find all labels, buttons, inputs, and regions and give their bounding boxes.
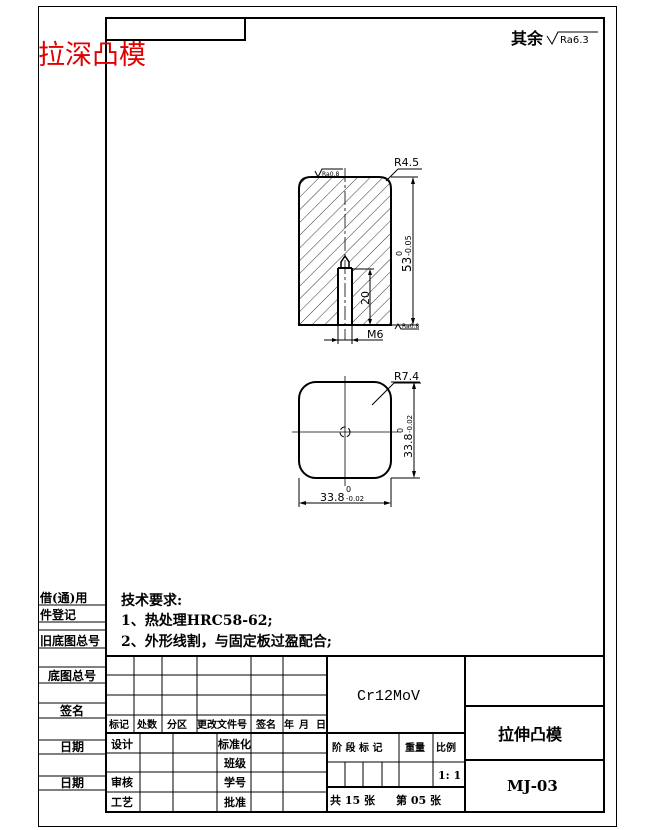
rev-header: 签名 bbox=[255, 718, 276, 731]
title-block: 标记 处数 分区 更改文件号 签名 年 月 日 设计 标准化 班级 审核 学号 … bbox=[106, 655, 604, 812]
strip-label: 借(通)用 bbox=[39, 590, 87, 605]
radius-label: R4.5 bbox=[394, 156, 419, 169]
height-tolerance-lower: -0.05 bbox=[404, 235, 413, 256]
process-label: 工艺 bbox=[111, 795, 133, 809]
rev-header: 年 bbox=[284, 718, 294, 731]
top-left-box bbox=[105, 17, 246, 41]
top-height-dimension: 33.8 bbox=[402, 434, 415, 459]
rev-header: 更改文件号 bbox=[197, 718, 247, 731]
sheet-count: 共 15 张 bbox=[330, 793, 376, 807]
review-label: 审核 bbox=[111, 775, 133, 789]
strip-label: 签名 bbox=[59, 703, 84, 718]
scale-value: 1: 1 bbox=[438, 769, 461, 782]
material: Cr12MoV bbox=[357, 688, 420, 705]
sheet-number: 第 05 张 bbox=[396, 793, 442, 807]
hole-depth-dimension: 20 bbox=[359, 291, 372, 305]
top-width-dimension: 33.8 bbox=[320, 491, 345, 504]
top-height-tol-upper: 0 bbox=[396, 428, 405, 433]
height-tolerance-upper: 0 bbox=[395, 251, 404, 256]
stage-mark-label: 阶 段 标 记 bbox=[332, 741, 382, 754]
rev-header: 月 bbox=[298, 719, 309, 731]
class-label: 班级 bbox=[224, 756, 247, 770]
rev-header: 标记 bbox=[108, 718, 129, 731]
rev-header: 分区 bbox=[167, 718, 187, 731]
roughness-bottom: Ra0.8 bbox=[402, 323, 419, 330]
tech-req-title: 技术要求: bbox=[121, 592, 182, 609]
drawing-number: MJ-03 bbox=[507, 777, 558, 795]
inner-frame bbox=[105, 17, 605, 813]
rev-header: 处数 bbox=[136, 718, 158, 731]
strip-label: 底图总号 bbox=[48, 668, 96, 683]
tech-req-item: 2、外形线割，与固定板过盈配合; bbox=[121, 633, 332, 650]
sheet-label: 拉深凸模 bbox=[38, 40, 146, 71]
other-surfaces-label: 其余 bbox=[511, 29, 544, 48]
technical-requirements: 技术要求: 1、热处理HRC58-62; 2、外形线割，与固定板过盈配合; bbox=[121, 592, 332, 650]
surface-roughness-note: 其余 Ra6.3 bbox=[511, 29, 598, 48]
top-width-tol-upper: 0 bbox=[346, 485, 351, 494]
tech-req-item: 1、热处理HRC58-62; bbox=[121, 612, 273, 629]
approve-label: 批准 bbox=[224, 795, 246, 809]
student-no-label: 学号 bbox=[224, 775, 246, 789]
roughness-value: Ra6.3 bbox=[560, 35, 589, 46]
top-radius-label: R7.4 bbox=[394, 370, 419, 383]
top-width-tol-lower: -0.02 bbox=[346, 495, 364, 503]
roughness-top: Ra0.8 bbox=[322, 171, 339, 178]
strip-label: 旧底图总号 bbox=[40, 633, 100, 648]
rev-header: 日 bbox=[316, 719, 326, 731]
standardization-label: 标准化 bbox=[217, 737, 251, 751]
front-section-view: 53 0 -0.05 R4.5 20 M6 Ra0.8 Ra0.8 bbox=[298, 156, 422, 344]
weight-label: 重量 bbox=[405, 741, 425, 754]
strip-label: 日期 bbox=[60, 739, 84, 754]
part-name: 拉伸凸模 bbox=[498, 725, 563, 744]
top-view: R7.4 33.8 0 -0.02 33.8 0 -0.02 bbox=[292, 370, 421, 507]
outer-border bbox=[38, 6, 617, 827]
strip-label: 日期 bbox=[60, 775, 84, 790]
thread-label: M6 bbox=[367, 328, 384, 341]
strip-label: 件登记 bbox=[40, 607, 76, 622]
top-height-tol-lower: -0.02 bbox=[406, 415, 414, 433]
design-label: 设计 bbox=[111, 737, 133, 751]
height-dimension: 53 bbox=[400, 257, 414, 272]
left-strip: 借(通)用 件登记 旧底图总号 底图总号 签名 日期 日期 bbox=[38, 590, 106, 791]
scale-label: 比例 bbox=[436, 741, 456, 754]
